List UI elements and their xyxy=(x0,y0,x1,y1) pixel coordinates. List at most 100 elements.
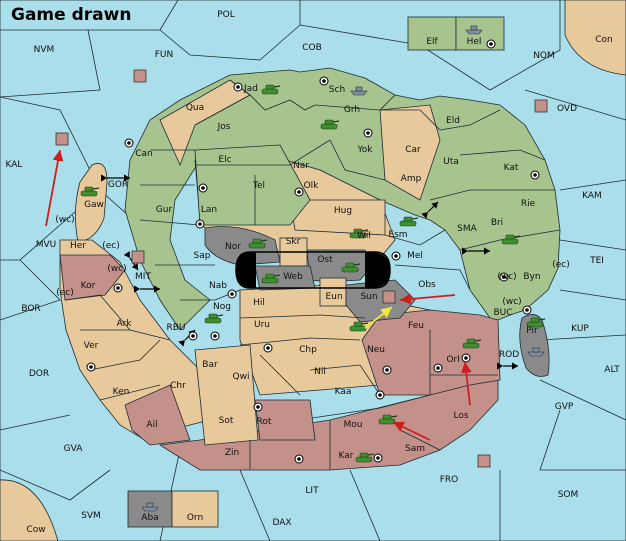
province-label-feu: Feu xyxy=(408,321,424,331)
province-label-kat: Kat xyxy=(504,163,519,173)
order-arrow xyxy=(392,421,431,441)
supply-center-icon xyxy=(86,362,96,372)
land-kor xyxy=(59,254,126,301)
province-label-nab: Nab xyxy=(209,281,227,291)
province-label-zin: Zin xyxy=(225,448,239,458)
sea-label-cob: COB xyxy=(302,43,322,53)
fleet-icon xyxy=(350,86,368,96)
province-label-uru: Uru xyxy=(254,320,270,330)
sea-label-nvm: NVM xyxy=(34,45,55,55)
province-label-kaa: Kaa xyxy=(335,387,352,397)
army-icon xyxy=(248,238,268,249)
sea-label-ovd: OVD xyxy=(557,104,577,114)
province-label-web: Web xyxy=(283,272,303,282)
sea-label-dax: DAX xyxy=(272,518,291,528)
coast-label: (wc) xyxy=(107,264,126,274)
province-label-kor: Kor xyxy=(81,281,96,291)
coast-label: (ec) xyxy=(552,260,570,270)
supply-center-icon xyxy=(253,402,263,412)
army-icon xyxy=(355,452,375,463)
order-arrow xyxy=(460,361,472,406)
army-icon xyxy=(399,216,419,227)
supply-center-icon xyxy=(210,331,220,341)
army-icon xyxy=(526,317,546,328)
province-label-ver: Ver xyxy=(84,341,99,351)
supply-center-icon xyxy=(188,331,198,341)
supply-center-icon xyxy=(391,251,401,261)
sea-label-mit: MIT xyxy=(135,272,151,282)
province-label-rot: Rot xyxy=(257,417,272,427)
supply-center-icon xyxy=(373,453,383,463)
army-icon xyxy=(341,262,361,273)
province-label-chp: Chp xyxy=(299,345,317,355)
land-pir xyxy=(519,314,550,377)
province-label-yok: Yok xyxy=(356,145,373,155)
province-label-hug: Hug xyxy=(334,206,352,216)
sea-label-rbu: RBU xyxy=(166,323,185,333)
sea-label-som: SOM xyxy=(558,490,579,500)
sea-label-fun: FUN xyxy=(155,50,174,60)
sea-label-rod: ROD xyxy=(499,350,519,360)
land-sun xyxy=(345,279,416,323)
units xyxy=(55,25,548,512)
army-icon xyxy=(462,338,482,349)
land-car-amp xyxy=(379,104,441,201)
province-label-wil: Wil xyxy=(357,231,371,241)
tunnel-west-end xyxy=(236,252,256,288)
army-icon xyxy=(501,234,521,245)
province-label-mel: Mel xyxy=(407,251,423,261)
sea-label-bor: BOR xyxy=(21,304,40,314)
province-label-qua: Qua xyxy=(186,103,204,113)
supply-center-icon xyxy=(113,283,123,293)
province-label-ost: Ost xyxy=(317,255,333,265)
province-label-gaw: Gaw xyxy=(84,200,104,210)
coast-label: (wc) xyxy=(55,215,74,225)
province-label-bri: Bri xyxy=(491,218,503,228)
fleet-icon xyxy=(465,25,483,35)
province-label-byn: Byn xyxy=(523,272,540,282)
province-label-hil: Hil xyxy=(253,298,265,308)
retreat-marker-icon xyxy=(534,99,548,113)
province-label-skr: Skr xyxy=(286,237,301,247)
province-label-orn: Orn xyxy=(187,513,203,523)
province-label-sot: Sot xyxy=(219,416,234,426)
province-label-car: Car xyxy=(405,145,421,155)
supply-center-icon xyxy=(375,390,385,400)
sea-label-cow: Cow xyxy=(26,525,45,535)
supply-center-icon xyxy=(124,138,134,148)
sea-label-gor: GOR xyxy=(108,180,128,190)
supply-center-icon xyxy=(198,183,208,193)
sea-label-kup: KUP xyxy=(571,324,589,334)
retreat-marker-icon xyxy=(133,69,147,83)
retreat-marker-icon xyxy=(477,454,491,468)
sea-label-fro: FRO xyxy=(440,475,459,485)
land-sot-bar xyxy=(194,344,259,446)
sea-label-mvu: MVU xyxy=(36,240,57,250)
coast-label: (ec) xyxy=(102,241,120,251)
coast-label: (wc) xyxy=(502,297,521,307)
supply-center-icon xyxy=(382,365,392,375)
province-label-nil: Nil xyxy=(314,367,326,377)
fleet-icon xyxy=(527,347,545,357)
province-label-grh: Grh xyxy=(344,105,360,115)
land-hel xyxy=(455,16,505,51)
fleet-icon xyxy=(141,502,159,512)
army-icon xyxy=(204,313,224,324)
province-label-neu: Neu xyxy=(367,345,385,355)
sea-label-tei: TEI xyxy=(589,256,604,266)
province-label-nog: Nog xyxy=(213,302,231,312)
province-label-sam: Sam xyxy=(405,444,425,454)
province-label-nor: Nor xyxy=(225,242,241,252)
province-label-gur: Gur xyxy=(156,205,173,215)
supply-center-icon xyxy=(294,187,304,197)
move-orders xyxy=(45,149,472,441)
supply-center-icon xyxy=(522,305,532,315)
supply-center-icon xyxy=(486,39,496,49)
sea-label-sma: SMA xyxy=(457,224,477,234)
support-arrow xyxy=(364,306,393,329)
sea-label-dor: DOR xyxy=(29,369,49,379)
sea-label-lit: LIT xyxy=(305,486,319,496)
province-label-elf: Elf xyxy=(426,37,438,47)
land-rot xyxy=(254,399,316,441)
